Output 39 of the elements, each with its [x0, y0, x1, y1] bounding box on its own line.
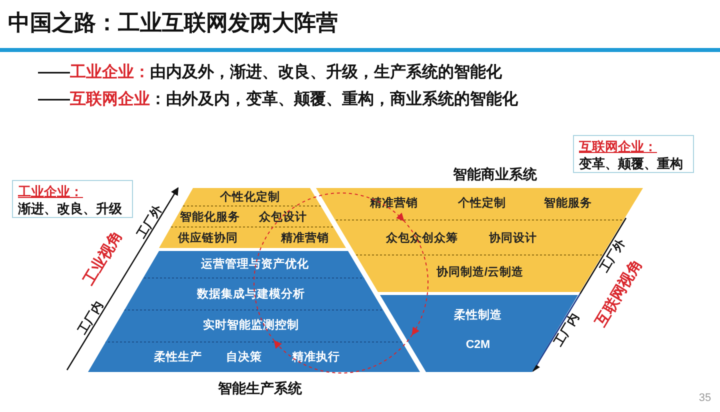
callout-text: 渐进、改良、升级: [18, 200, 122, 218]
cell-text: 众包设计: [259, 210, 307, 224]
cell-text: 个性化定制: [220, 190, 280, 204]
bullet-text: ——互联网企业：由外及内，变革、颠覆、重构，商业系统的智能化: [38, 89, 518, 110]
cell-text: 精准营销: [281, 230, 329, 246]
page-number: 35: [698, 392, 712, 404]
perspective-label: 工业视角: [79, 227, 127, 289]
cell-text: 智能化服务: [180, 210, 240, 224]
cell-text: 众包众创众筹: [386, 230, 458, 246]
cell-text: 实时智能监测控制: [203, 318, 299, 332]
arrow: [282, 192, 404, 222]
cell-text: 个性定制: [458, 196, 506, 210]
cell-text: 协同制造/云制造: [436, 264, 524, 280]
cell-text: 精准营销: [370, 196, 418, 210]
axis-label: 工厂内: [550, 310, 583, 350]
slide-title: 中国之路：工业互联网发两大阵营: [8, 9, 338, 37]
axis-label: 工厂外: [133, 202, 166, 242]
callout-text: 变革、颠覆、重构: [579, 155, 683, 173]
cell-text: 柔性生产: [154, 350, 202, 364]
arrow: [403, 220, 428, 336]
cell-text: 精准执行: [292, 350, 340, 364]
callout-heading: 互联网企业：: [579, 138, 657, 156]
cell-text: 数据集成与建模分析: [197, 286, 305, 302]
callout-heading: 工业企业：: [18, 183, 83, 201]
cell-text: 运营管理与资产优化: [201, 256, 309, 272]
cell-text: C2M: [466, 339, 490, 351]
arrow: [274, 334, 413, 374]
cell-text: 自决策: [226, 350, 262, 364]
callout-box: [12, 180, 133, 218]
system-caption: 智能生产系统: [218, 380, 302, 398]
callout-box: [573, 135, 694, 173]
cell-text: 协同设计: [489, 230, 537, 246]
axis-label: 工厂内: [74, 298, 107, 338]
trapezoid-panel: [380, 295, 578, 372]
cell-text: 供应链协同: [178, 230, 238, 246]
cell-text: 柔性制造: [454, 308, 502, 322]
cell-text: 智能服务: [544, 196, 592, 210]
bullet-text: ——工业企业：由内及外，渐进、改良、升级，生产系统的智能化: [38, 62, 502, 83]
system-caption: 智能商业系统: [453, 166, 537, 184]
